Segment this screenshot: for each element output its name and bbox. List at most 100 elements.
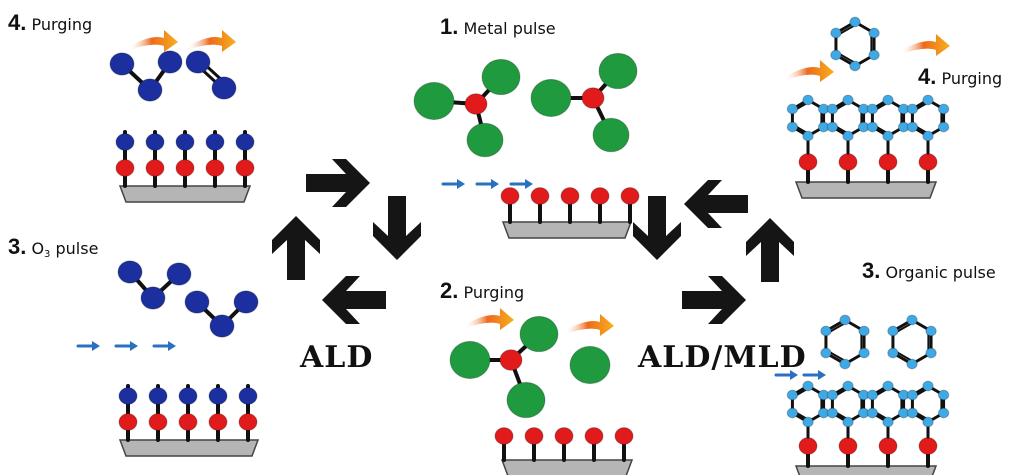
- flow-arrows-metal: [441, 179, 533, 189]
- linker-atom: [584, 427, 604, 445]
- ring-double-bond: [827, 322, 846, 334]
- purge-arrow-shape: [130, 30, 178, 52]
- linker-atom: [205, 159, 225, 177]
- organic-atom: [882, 94, 894, 106]
- linker-atom: [878, 153, 898, 171]
- oxygen-atom: [211, 76, 237, 100]
- ald-cycle-label: ALD: [300, 340, 374, 375]
- metal-pulse-label: 1. Metal pulse: [440, 16, 556, 38]
- linker-atom: [235, 159, 255, 177]
- linker-atom: [878, 437, 898, 455]
- ligand-ball: [598, 52, 638, 90]
- purge-arrow-center-1: [466, 308, 514, 330]
- substrate-bottom-left: [118, 384, 260, 457]
- oxygen-atom: [233, 290, 259, 314]
- ligand-ball: [413, 81, 455, 121]
- ald-arrow-up: [272, 216, 320, 280]
- metal-center-atom: [581, 87, 605, 109]
- organic-ring-layer-top: [786, 94, 950, 142]
- linker-atom: [494, 427, 514, 445]
- metal-precursor-3: [449, 315, 559, 419]
- linker-atom: [838, 437, 858, 455]
- organic-atom: [887, 347, 899, 359]
- oxygen-atom: [235, 133, 255, 151]
- organic-atom: [866, 121, 879, 133]
- ligand-ball: [530, 78, 572, 118]
- substrate-bar: [501, 221, 633, 239]
- oxygen-atom: [117, 260, 143, 284]
- linker-atom: [238, 413, 258, 431]
- organic-atom: [925, 325, 937, 337]
- flow-arrows-o3: [76, 341, 176, 351]
- purge-arrow-top-right-1: [786, 60, 834, 82]
- organic-atom: [882, 380, 894, 392]
- organic-ring-incoming-1: [820, 314, 870, 370]
- cycle-arrow-shape: [373, 196, 421, 260]
- linker-atom: [175, 159, 195, 177]
- organic-atom: [925, 347, 937, 359]
- organic-atom: [830, 27, 842, 39]
- linker-atom: [115, 159, 135, 177]
- cycle-arrow-shape: [272, 216, 320, 280]
- ald-arrow-down: [373, 196, 421, 260]
- organic-atom: [842, 416, 854, 428]
- organic-atom: [826, 407, 839, 419]
- organic-atom: [906, 103, 919, 115]
- linker-atom: [838, 153, 858, 171]
- organic-atom: [820, 325, 832, 337]
- organic-atom: [802, 380, 814, 392]
- organic-atom: [906, 407, 919, 419]
- organic-atom: [842, 94, 854, 106]
- cycle-arrow-shape: [322, 276, 386, 324]
- organic-pulse-label: 3. Organic pulse: [862, 260, 996, 282]
- organic-atom: [826, 103, 839, 115]
- linker-atom: [620, 187, 640, 205]
- organic-atom: [906, 121, 919, 133]
- ring-double-bond: [837, 24, 856, 36]
- ligand-ball: [569, 345, 611, 385]
- oxygen-atom: [118, 387, 138, 405]
- organic-atom: [937, 121, 950, 133]
- organic-atom: [882, 130, 894, 142]
- organic-atom: [887, 325, 899, 337]
- linker-atom: [798, 153, 818, 171]
- substrate-center-top: [500, 187, 640, 239]
- ring-double-bond: [894, 322, 913, 334]
- oxygen-atom: [157, 50, 183, 74]
- organic-atom: [839, 358, 851, 370]
- purge-arrow-center-2: [566, 314, 614, 336]
- organic-atom: [842, 380, 854, 392]
- organic-atom: [802, 94, 814, 106]
- step-number: 1.: [440, 14, 459, 39]
- substrate-bottom-right: [794, 420, 938, 475]
- substrate-bar: [794, 181, 938, 199]
- organic-atom: [786, 389, 799, 401]
- ligand-ball: [592, 117, 630, 153]
- flow-arrow-head: [168, 341, 176, 351]
- linker-atom: [918, 437, 938, 455]
- linker-atom: [614, 427, 634, 445]
- o2-byproduct-molecules: [109, 50, 237, 102]
- ring-double-bond: [894, 350, 913, 362]
- oxygen-atom: [208, 387, 228, 405]
- step-number: 4.: [918, 64, 937, 89]
- purge-arrow-shape: [566, 314, 614, 336]
- organic-atom: [802, 130, 814, 142]
- organic-ring-free: [830, 16, 880, 72]
- flow-arrow-head: [130, 341, 138, 351]
- flow-arrow-head: [491, 179, 499, 189]
- organic-atom: [786, 407, 799, 419]
- ozone-molecules: [117, 260, 259, 338]
- organic-atom: [820, 347, 832, 359]
- organic-atom: [858, 325, 870, 337]
- metal-precursor-2: [530, 52, 638, 153]
- organic-atom: [826, 389, 839, 401]
- organic-ring-layer-bottom: [786, 380, 950, 428]
- free-ligand: [569, 345, 611, 385]
- organic-atom: [906, 389, 919, 401]
- mld-purging-label: 4. Purging: [918, 66, 1002, 88]
- linker-atom: [590, 187, 610, 205]
- linker-atom: [145, 159, 165, 177]
- purge-arrow-shape: [786, 60, 834, 82]
